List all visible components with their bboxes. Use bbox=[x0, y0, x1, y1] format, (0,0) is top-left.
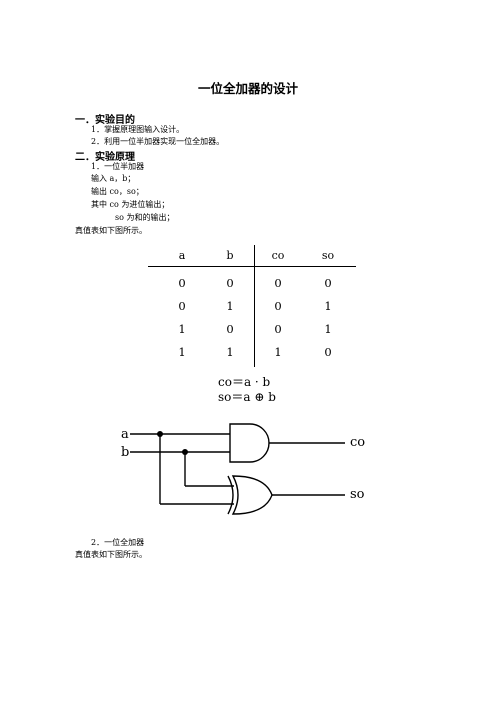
table-cell: 0 bbox=[274, 299, 282, 313]
principle-line-6: 真值表如下图所示。 bbox=[75, 226, 147, 235]
table-cell: 0 bbox=[178, 276, 186, 290]
document-title: 一位全加器的设计 bbox=[197, 81, 298, 96]
section-2-heading: 二．实验原理 bbox=[75, 152, 135, 163]
xor-gate-icon bbox=[231, 475, 273, 515]
principle-line-3: 输出 co，so； bbox=[91, 187, 144, 196]
objective-item-1: 1．掌握原理图输入设计。 bbox=[91, 125, 185, 134]
table-cell: 1 bbox=[274, 345, 282, 359]
principle-line-4: 其中 co 为进位输出； bbox=[91, 200, 170, 209]
table-cell: 0 bbox=[324, 345, 332, 359]
truth-table-header-rule bbox=[148, 266, 356, 267]
table-cell: 0 bbox=[226, 322, 234, 336]
table-cell: 1 bbox=[178, 345, 186, 359]
table-cell: 1 bbox=[324, 322, 332, 336]
input-label-a: a bbox=[121, 427, 129, 442]
junction-dot bbox=[157, 431, 163, 437]
table-header-a: a bbox=[178, 249, 186, 262]
table-cell: 0 bbox=[274, 276, 282, 290]
principle-line-2: 输入 a，b； bbox=[91, 174, 136, 183]
formula-so: so＝a ⊕ b bbox=[218, 390, 276, 404]
table-cell: 0 bbox=[226, 276, 234, 290]
and-gate-icon bbox=[229, 423, 270, 463]
principle-line-1: 1．一位半加器 bbox=[91, 162, 145, 171]
table-cell: 0 bbox=[178, 299, 186, 313]
objective-item-2: 2．利用一位半加器实现一位全加器。 bbox=[91, 137, 225, 146]
truth-table: a b co so 0 0 0 0 0 1 0 1 1 0 0 1 1 1 1 … bbox=[148, 245, 358, 370]
table-cell: 1 bbox=[226, 299, 234, 313]
table-header-b: b bbox=[226, 249, 234, 262]
output-label-co: co bbox=[350, 435, 366, 450]
circuit-svg bbox=[130, 423, 345, 515]
table-cell: 0 bbox=[324, 276, 332, 290]
section-1-heading: 一．实验目的 bbox=[75, 115, 135, 126]
table-cell: 1 bbox=[324, 299, 332, 313]
half-adder-circuit bbox=[110, 420, 390, 520]
formula-co: co＝a · b bbox=[218, 375, 271, 389]
table-header-co: co bbox=[271, 249, 285, 262]
table-cell: 0 bbox=[274, 322, 282, 336]
part2-line-1: 2．一位全加器 bbox=[91, 538, 145, 547]
output-label-so: so bbox=[350, 487, 365, 502]
table-cell: 1 bbox=[226, 345, 234, 359]
input-label-b: b bbox=[121, 445, 130, 460]
principle-line-5: so 为和的输出； bbox=[115, 213, 175, 222]
truth-table-column-rule bbox=[254, 245, 255, 367]
table-cell: 1 bbox=[178, 322, 186, 336]
xor-gate-back-curve bbox=[227, 475, 234, 515]
junction-dot bbox=[182, 449, 188, 455]
part2-line-2: 真值表如下图所示。 bbox=[75, 550, 147, 559]
table-header-so: so bbox=[321, 249, 335, 262]
